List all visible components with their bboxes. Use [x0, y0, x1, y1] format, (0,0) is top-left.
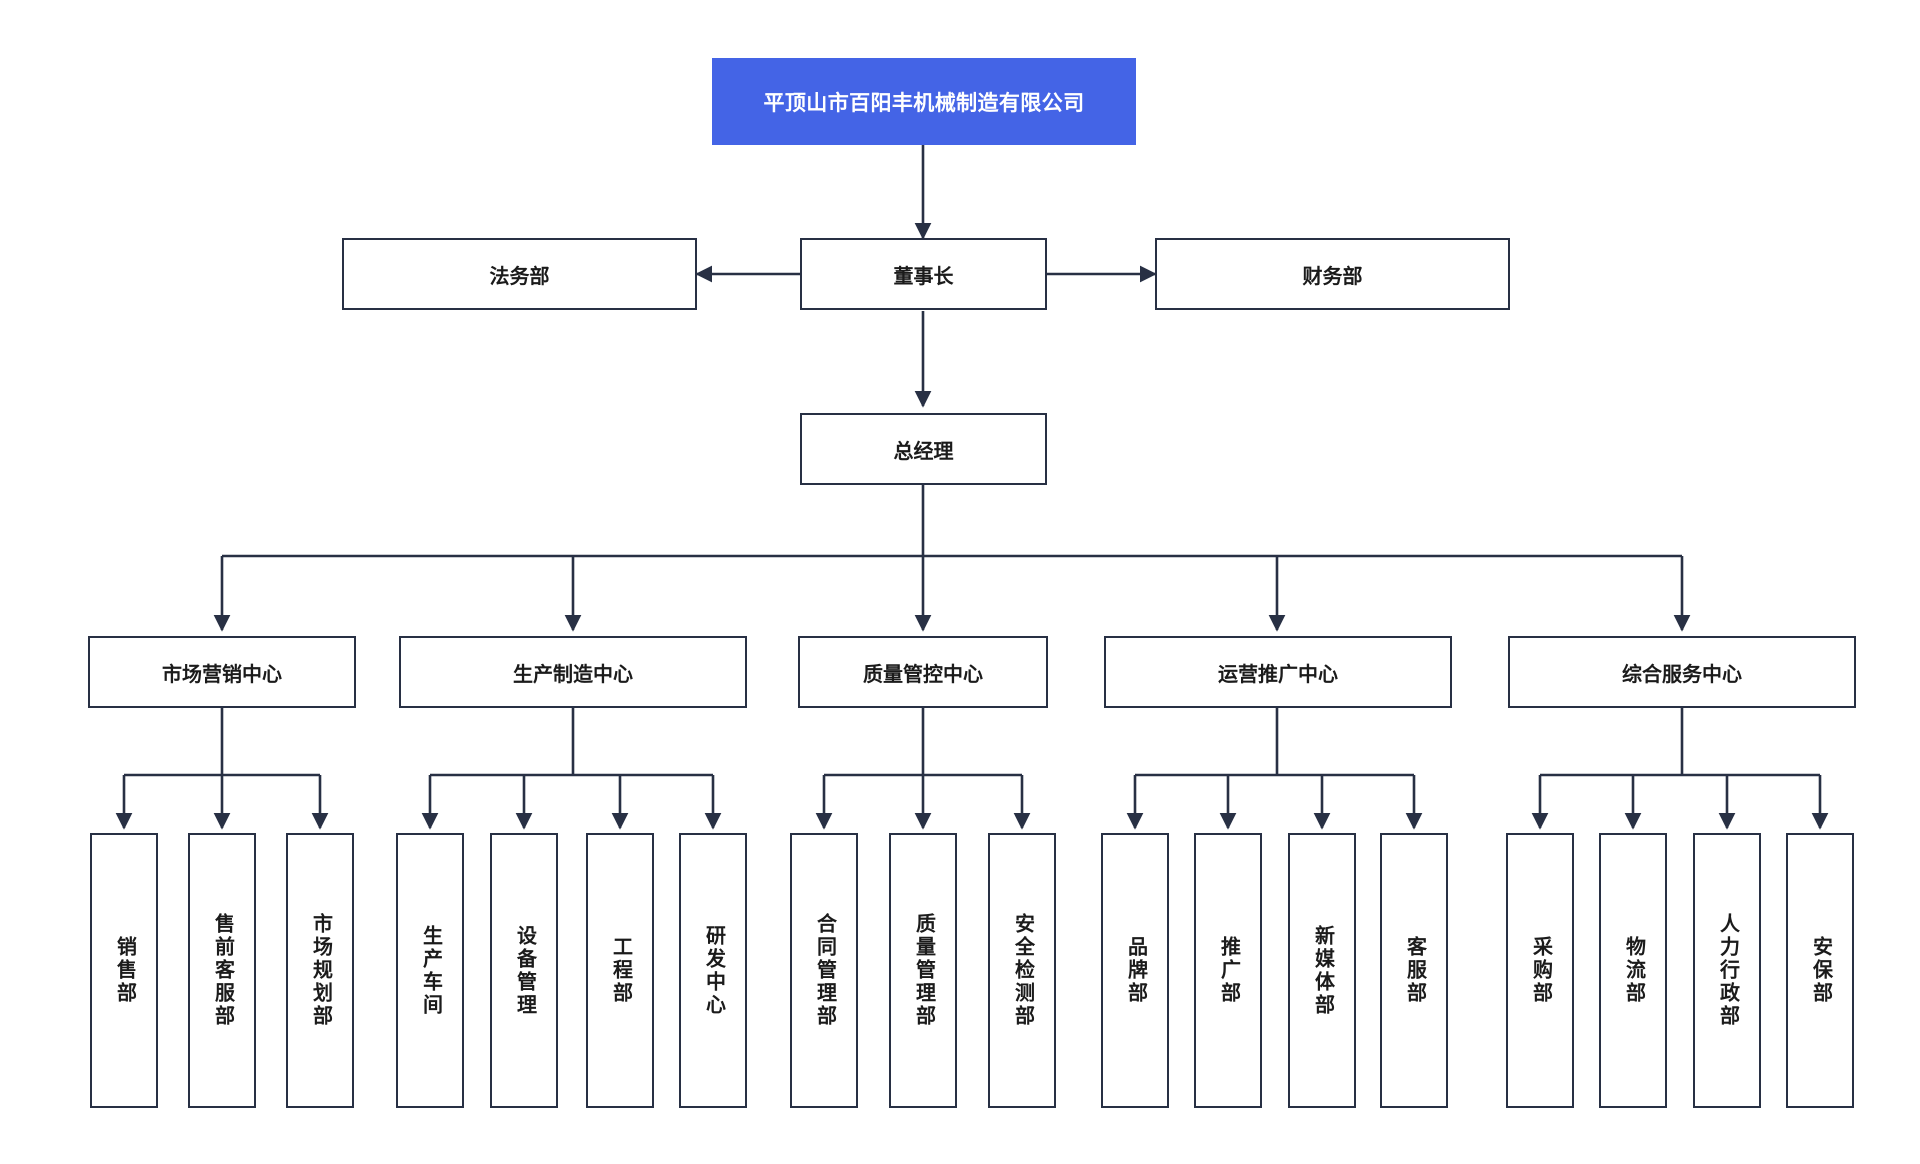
- node-dept-new-media[interactable]: 新媒体部: [1288, 833, 1356, 1108]
- node-center-marketing[interactable]: 市场营销中心: [88, 636, 356, 708]
- node-dept-security[interactable]: 安保部: [1786, 833, 1854, 1108]
- node-dept-procurement[interactable]: 采购部: [1506, 833, 1574, 1108]
- node-chairman[interactable]: 董事长: [800, 238, 1047, 310]
- node-dept-sales-label: 销售部: [113, 936, 136, 1005]
- node-dept-equipment-management-label: 设备管理: [513, 924, 536, 1017]
- node-legal-dept-label: 法务部: [489, 265, 550, 288]
- node-dept-customer-service[interactable]: 客服部: [1380, 833, 1448, 1108]
- node-general-manager[interactable]: 总经理: [800, 413, 1047, 485]
- node-dept-promotion[interactable]: 推广部: [1194, 833, 1262, 1108]
- node-dept-logistics-label: 物流部: [1622, 936, 1645, 1005]
- node-center-manufacturing-label: 生产制造中心: [513, 663, 633, 686]
- node-finance-dept-label: 财务部: [1302, 265, 1363, 288]
- node-dept-hr-admin[interactable]: 人力行政部: [1693, 833, 1761, 1108]
- node-dept-brand[interactable]: 品牌部: [1101, 833, 1169, 1108]
- node-dept-contract-management-label: 合同管理部: [813, 913, 836, 1028]
- node-dept-quality-management[interactable]: 质量管理部: [889, 833, 957, 1108]
- node-center-quality[interactable]: 质量管控中心: [798, 636, 1048, 708]
- node-dept-brand-label: 品牌部: [1124, 936, 1147, 1005]
- node-dept-security-label: 安保部: [1809, 936, 1832, 1005]
- node-company[interactable]: 平顶山市百阳丰机械制造有限公司: [712, 58, 1136, 145]
- node-dept-production-workshop[interactable]: 生产车间: [396, 833, 464, 1108]
- node-dept-customer-service-label: 客服部: [1403, 936, 1426, 1005]
- node-chairman-label: 董事长: [893, 265, 954, 288]
- node-dept-promotion-label: 推广部: [1217, 936, 1240, 1005]
- node-center-quality-label: 质量管控中心: [863, 663, 983, 686]
- node-dept-contract-management[interactable]: 合同管理部: [790, 833, 858, 1108]
- node-dept-rd-center-label: 研发中心: [702, 924, 725, 1017]
- node-finance-dept[interactable]: 财务部: [1155, 238, 1510, 310]
- node-dept-safety-inspection-label: 安全检测部: [1011, 913, 1034, 1028]
- node-dept-presales-service-label: 售前客服部: [211, 913, 234, 1028]
- node-dept-rd-center[interactable]: 研发中心: [679, 833, 747, 1108]
- node-dept-sales[interactable]: 销售部: [90, 833, 158, 1108]
- node-general-manager-label: 总经理: [893, 440, 954, 463]
- node-center-manufacturing[interactable]: 生产制造中心: [399, 636, 747, 708]
- node-dept-quality-management-label: 质量管理部: [912, 913, 935, 1028]
- node-dept-equipment-management[interactable]: 设备管理: [490, 833, 558, 1108]
- node-center-marketing-label: 市场营销中心: [162, 663, 282, 686]
- node-center-general-services[interactable]: 综合服务中心: [1508, 636, 1856, 708]
- node-dept-engineering[interactable]: 工程部: [586, 833, 654, 1108]
- node-dept-market-planning[interactable]: 市场规划部: [286, 833, 354, 1108]
- node-dept-new-media-label: 新媒体部: [1311, 924, 1334, 1017]
- node-center-operations[interactable]: 运营推广中心: [1104, 636, 1452, 708]
- node-dept-market-planning-label: 市场规划部: [309, 913, 332, 1028]
- node-dept-safety-inspection[interactable]: 安全检测部: [988, 833, 1056, 1108]
- node-center-general-services-label: 综合服务中心: [1622, 663, 1742, 686]
- node-company-label: 平顶山市百阳丰机械制造有限公司: [763, 91, 1085, 115]
- node-legal-dept[interactable]: 法务部: [342, 238, 697, 310]
- node-dept-production-workshop-label: 生产车间: [419, 924, 442, 1017]
- node-dept-engineering-label: 工程部: [609, 936, 632, 1005]
- node-dept-logistics[interactable]: 物流部: [1599, 833, 1667, 1108]
- node-dept-hr-admin-label: 人力行政部: [1716, 913, 1739, 1028]
- node-center-operations-label: 运营推广中心: [1218, 663, 1338, 686]
- node-dept-presales-service[interactable]: 售前客服部: [188, 833, 256, 1108]
- node-dept-procurement-label: 采购部: [1529, 936, 1552, 1005]
